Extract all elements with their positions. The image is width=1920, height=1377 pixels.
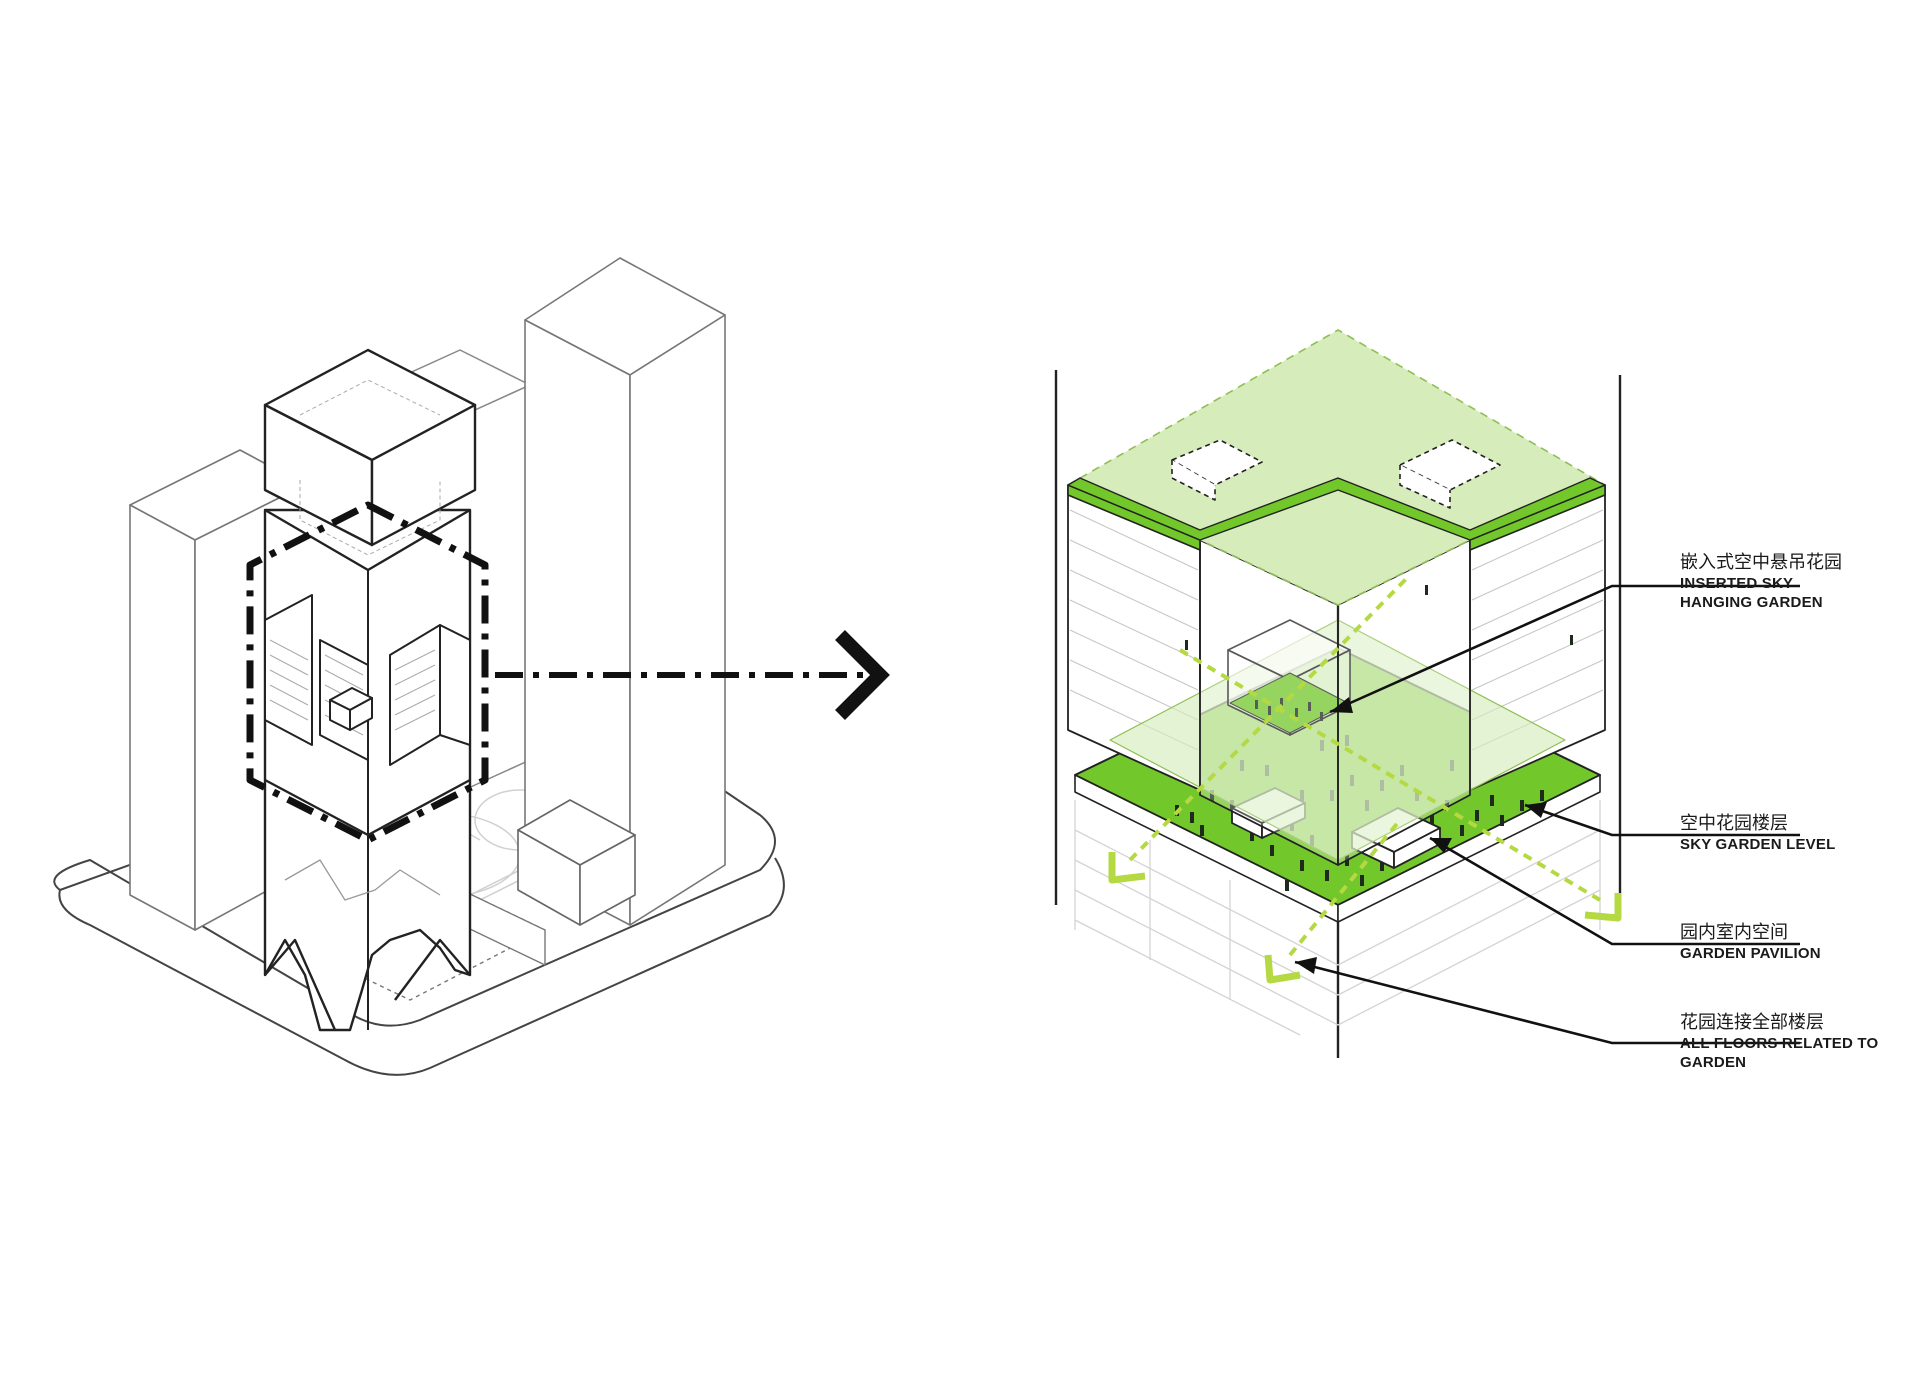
inserted-hanging-garden xyxy=(1227,619,1351,736)
leader-lines xyxy=(1294,584,1800,1045)
label-zh: 园内室内空间 xyxy=(1680,922,1788,943)
flow-arrows xyxy=(1128,573,1602,957)
connector-arrow xyxy=(495,630,890,720)
podium-box xyxy=(517,799,636,926)
roof-skylight-left xyxy=(1171,439,1263,501)
roof-skylight-right xyxy=(1399,439,1501,509)
label-en-line1: ALL FLOORS RELATED TO xyxy=(1680,1035,1879,1052)
context-building-right xyxy=(524,257,726,926)
label-en-line2: HANGING GARDEN xyxy=(1680,594,1823,611)
label-sky-garden-level: 空中花园楼层 SKY GARDEN LEVEL xyxy=(1680,813,1835,854)
sky-garden-block xyxy=(264,594,471,766)
flow-arrowheads xyxy=(1108,852,1622,984)
label-en-line1: INSERTED SKY xyxy=(1680,575,1794,592)
arrow-right-icon xyxy=(835,630,890,720)
lower-floors-ghost xyxy=(1074,800,1601,1036)
label-en-line1: GARDEN PAVILION xyxy=(1680,945,1821,962)
tower-overview xyxy=(53,257,785,1076)
label-zh: 嵌入式空中悬吊花园 xyxy=(1680,552,1842,573)
tower-crown xyxy=(263,348,477,556)
sky-garden-detail xyxy=(1054,329,1622,1058)
focus-hexagon xyxy=(246,501,489,844)
label-zh: 空中花园楼层 xyxy=(1680,813,1788,834)
label-en-line1: SKY GARDEN LEVEL xyxy=(1680,836,1836,853)
leader-arrowheads xyxy=(1295,697,1547,974)
label-zh: 花园连接全部楼层 xyxy=(1680,1012,1824,1033)
label-garden-pavilion: 园内室内空间 GARDEN PAVILION xyxy=(1680,922,1821,963)
label-en-line2: GARDEN xyxy=(1680,1054,1747,1071)
tower-figures xyxy=(1185,585,1573,650)
label-inserted-sky-hanging-garden: 嵌入式空中悬吊花园 INSERTED SKY HANGING GARDEN xyxy=(1680,552,1842,612)
upper-floor-slab xyxy=(1067,329,1606,606)
label-all-floors-related: 花园连接全部楼层 ALL FLOORS RELATED TO GARDEN xyxy=(1680,1012,1878,1072)
